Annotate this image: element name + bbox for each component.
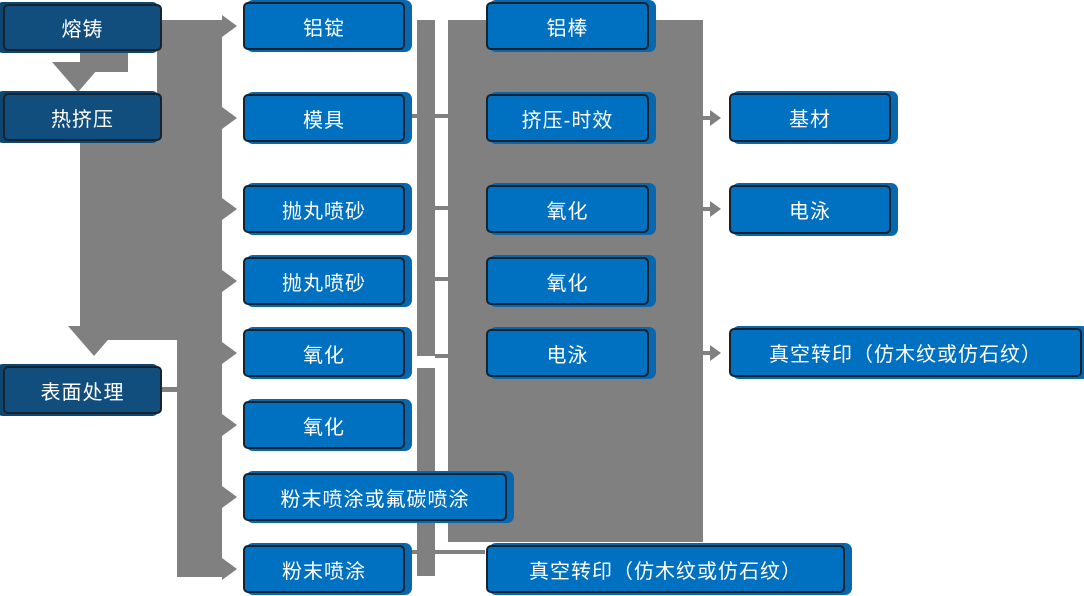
node-surface-treatment: 表面处理 [3,366,162,414]
line-to-substrate [703,116,711,120]
arrow-to-oxidation-2-icon [222,414,237,436]
node-oxidation-3: 氧化 [486,185,649,233]
node-oxidation-1: 氧化 [243,329,405,377]
connector-stage-trunk-lower [177,340,222,577]
node-powder-or-fluorocarbon-coating: 粉末喷涂或氟碳喷涂 [243,473,507,521]
tick-powder-to-vacuum-transfer [405,550,485,554]
node-extrusion-aging: 挤压-时效 [486,94,649,142]
node-electrophoresis-2: 电泳 [729,185,891,234]
arrow-to-powder-coating-icon [222,558,237,580]
node-shot-blast-sandblast-2: 抛丸喷砂 [243,257,405,305]
node-melting-casting: 熔铸 [3,4,162,51]
connector-mid-bar-lower [417,368,435,576]
arrow-to-shot-blast-1-icon [222,198,237,220]
arrow-to-aluminum-ingot-icon [222,15,237,37]
node-shot-blast-sandblast-1: 抛丸喷砂 [243,185,405,233]
arrow-to-mold-icon [222,107,237,129]
tick-bar-to-block-row3 [435,206,448,210]
arrow-down-to-surface-treatment-icon [68,326,120,356]
arrow-to-oxidation-1-icon [222,342,237,364]
node-aluminum-rod: 铝棒 [486,2,649,50]
line-to-electrophoresis [703,207,711,211]
tick-bar-to-block-row5 [435,354,448,358]
tick-bar-to-block-row4 [435,277,448,281]
arrow-down-to-hot-extrusion-icon [52,62,104,92]
arrow-to-substrate-icon [710,110,721,126]
line-to-vacuum-transfer [703,351,711,355]
connector-surface-treatment-tick [162,387,178,392]
node-mold: 模具 [243,94,405,142]
node-oxidation-4: 氧化 [486,257,649,305]
arrow-to-vacuum-transfer-icon [710,345,721,361]
arrow-to-shot-blast-2-icon [222,270,237,292]
node-vacuum-transfer-print-2: 真空转印（仿木纹或仿石纹） [729,328,1082,377]
arrow-to-electrophoresis-icon [710,201,721,217]
connector-mid-bar-upper [417,20,435,356]
node-hot-extrusion: 热挤压 [3,93,162,141]
node-oxidation-2: 氧化 [243,401,405,449]
node-electrophoresis-1: 电泳 [486,329,649,377]
tick-mold-to-block [405,114,448,118]
node-vacuum-transfer-print-1: 真空转印（仿木纹或仿石纹） [486,545,845,593]
node-substrate: 基材 [729,93,891,142]
node-powder-coating: 粉末喷涂 [243,545,405,593]
arrow-to-powder-fluorocarbon-icon [222,486,237,508]
node-aluminum-ingot: 铝锭 [243,2,405,50]
